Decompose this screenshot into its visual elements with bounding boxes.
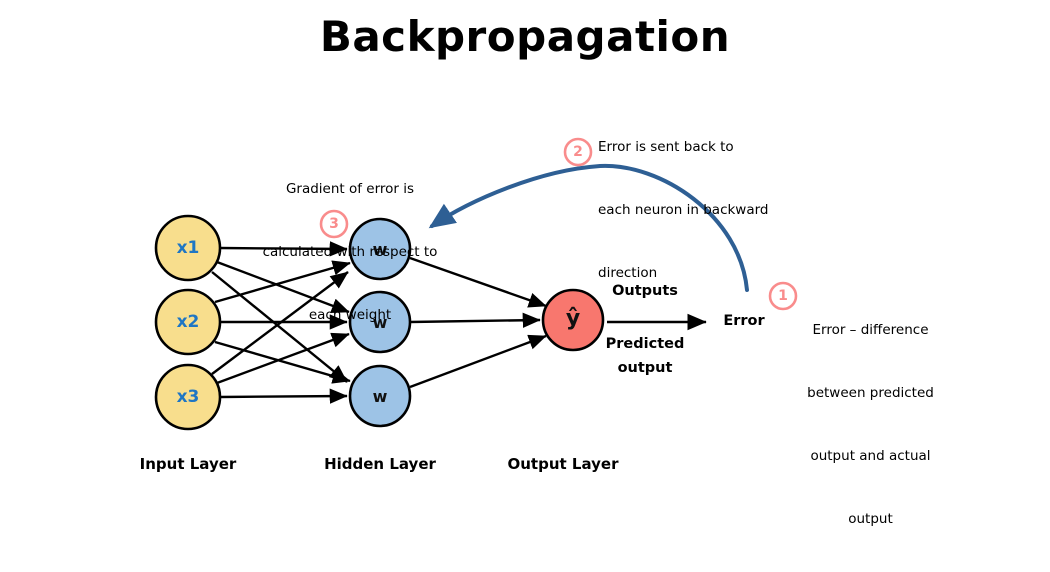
predicted-output-label-line2: output	[617, 360, 673, 376]
output-node-yhat[interactable]	[541, 288, 605, 352]
output-node-label-yhat: ŷ	[565, 306, 581, 331]
hidden-nodes	[348, 217, 412, 428]
input-node-x3[interactable]	[154, 363, 222, 431]
hidden-node-1[interactable]	[348, 217, 412, 281]
network-graphics	[154, 137, 798, 431]
step-3-note-line-1: Gradient of error is	[285, 181, 415, 197]
hidden-node-label-1: w	[372, 240, 388, 259]
step-number-2: 2	[573, 144, 583, 160]
step-number-1: 1	[778, 288, 788, 304]
step-marker-2-ring	[563, 137, 593, 167]
step-2-note-line-2: each neuron in backward	[598, 202, 769, 218]
hidden-node-label-2: w	[372, 313, 388, 332]
input-node-label-x3: x3	[176, 387, 200, 407]
input-node-x1[interactable]	[154, 214, 222, 282]
step-3-note-line-3: each weight	[308, 307, 392, 323]
input-node-x2[interactable]	[154, 288, 222, 356]
input-node-label-x2: x2	[176, 312, 200, 332]
page-title: Backpropagation	[319, 12, 731, 61]
step-marker-1-ring	[768, 281, 798, 311]
input-nodes	[154, 214, 222, 431]
input-layer-label: Input Layer	[139, 455, 237, 473]
input-node-label-x1: x1	[176, 238, 200, 258]
step-1-note-line-2: between predicted	[807, 385, 934, 401]
step-2-note-line-3: direction	[598, 265, 658, 281]
backward-error-arrow	[428, 163, 749, 292]
step-marker-3-ring	[319, 209, 349, 239]
step-markers	[319, 137, 798, 311]
edges-input-to-hidden	[211, 241, 351, 404]
output-layer-label: Output Layer	[507, 455, 619, 473]
diagram-canvas: Backpropagation	[139, 12, 934, 527]
step-number-3: 3	[329, 216, 339, 232]
step-1-note-line-3: output and actual	[810, 448, 931, 464]
hidden-node-label-3: w	[372, 387, 388, 406]
error-label: Error	[723, 313, 765, 329]
hidden-node-2[interactable]	[348, 290, 412, 354]
outputs-label: Outputs	[612, 283, 678, 299]
hidden-layer-label: Hidden Layer	[324, 455, 436, 473]
step-1-note-line-1: Error – difference	[812, 322, 929, 338]
edges-hidden-to-output	[409, 256, 547, 389]
step-3-note: Gradient of error is calculated with res…	[255, 137, 445, 368]
hidden-node-3[interactable]	[348, 364, 412, 428]
step-1-note: Error – difference between predicted out…	[798, 278, 943, 572]
step-3-note-line-2: calculated with respect to	[262, 244, 438, 260]
step-2-note: Error is sent back to each neuron in bac…	[598, 95, 778, 326]
step-2-note-line-1: Error is sent back to	[598, 139, 734, 155]
predicted-output-label-line1: Predicted	[605, 336, 685, 352]
